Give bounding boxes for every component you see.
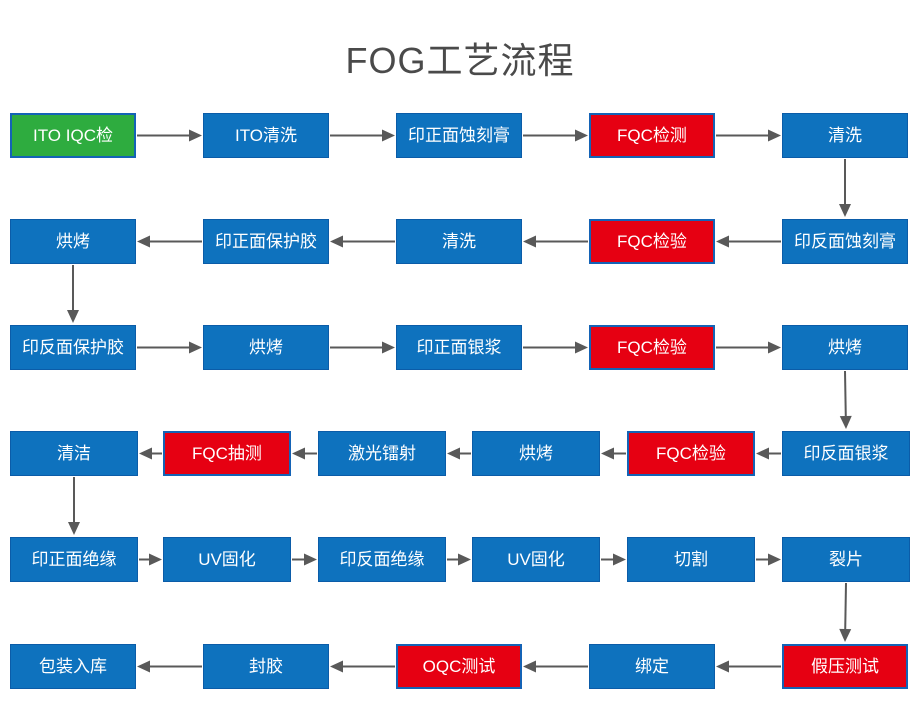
- flow-arrowhead: [768, 129, 781, 142]
- flow-step-label: FQC检验: [617, 232, 687, 251]
- flow-step: UV固化: [163, 537, 291, 582]
- flow-step: FQC检验: [627, 431, 755, 476]
- flow-arrowhead: [613, 553, 626, 566]
- flow-arrowhead: [768, 341, 781, 354]
- flow-step-label: 激光镭射: [348, 444, 416, 463]
- flow-step: 印正面保护胶: [203, 219, 329, 264]
- flow-arrow-line: [844, 370, 847, 417]
- flow-step-label: 绑定: [635, 657, 669, 676]
- flow-step-label: 清洗: [828, 126, 862, 145]
- flow-arrowhead: [189, 341, 202, 354]
- flow-step: FQC抽测: [163, 431, 291, 476]
- flow-step-label: UV固化: [507, 550, 565, 569]
- flow-step-label: ITO清洗: [234, 126, 298, 145]
- flow-step-label: UV固化: [198, 550, 256, 569]
- flow-arrowhead: [139, 447, 152, 460]
- flow-arrow-line: [844, 582, 847, 630]
- flow-step-label: 包装入库: [39, 657, 107, 676]
- flow-arrowhead: [839, 415, 852, 429]
- flow-step-label: 裂片: [829, 550, 863, 569]
- flow-step-label: 印正面银浆: [416, 338, 502, 357]
- flow-step-label: 清洁: [57, 444, 91, 463]
- flow-step-label: 印正面保护胶: [215, 232, 317, 251]
- flow-step: 清洁: [10, 431, 138, 476]
- flow-arrowhead: [149, 553, 162, 566]
- flow-arrowhead: [716, 235, 729, 248]
- flow-arrowhead: [716, 660, 729, 673]
- flow-step-label: 印正面绝缘: [31, 550, 117, 569]
- flow-arrowhead: [330, 660, 343, 673]
- flow-arrowhead: [137, 235, 150, 248]
- flow-step: 封胶: [203, 644, 329, 689]
- flow-arrowhead: [304, 553, 317, 566]
- flow-step: 烘烤: [472, 431, 600, 476]
- flow-arrowhead: [330, 235, 343, 248]
- flow-step: 印正面银浆: [396, 325, 522, 370]
- flow-arrowhead: [137, 660, 150, 673]
- flow-step: 切割: [627, 537, 755, 582]
- flow-arrowhead: [382, 129, 395, 142]
- flow-step-label: 印反面保护胶: [22, 338, 124, 357]
- flow-step-label: 烘烤: [249, 338, 283, 357]
- flow-step: 烘烤: [203, 325, 329, 370]
- page-title: FOG工艺流程: [345, 40, 575, 81]
- flow-step-label: 印正面蚀刻膏: [408, 126, 510, 145]
- flow-step: 印反面蚀刻膏: [782, 219, 908, 264]
- flow-step: 绑定: [589, 644, 715, 689]
- flow-arrowhead: [67, 310, 79, 323]
- flow-step-label: 假压测试: [811, 657, 879, 676]
- flow-step-label: 切割: [674, 550, 708, 569]
- flow-step: 假压测试: [782, 644, 908, 689]
- flow-step: 清洗: [782, 113, 908, 158]
- flow-step: 烘烤: [782, 325, 908, 370]
- flow-step-label: 封胶: [249, 657, 283, 676]
- flow-step: 激光镭射: [318, 431, 446, 476]
- flow-arrowhead: [523, 235, 536, 248]
- flow-step-label: 清洗: [442, 232, 476, 251]
- flow-step-label: FQC检验: [656, 444, 726, 463]
- flow-step: 印反面保护胶: [10, 325, 136, 370]
- flow-step: 烘烤: [10, 219, 136, 264]
- flow-step: 清洗: [396, 219, 522, 264]
- flow-arrowhead: [768, 553, 781, 566]
- flow-step-label: 烘烤: [828, 338, 862, 357]
- flow-arrowhead: [575, 341, 588, 354]
- flow-step: ITO清洗: [203, 113, 329, 158]
- flow-arrowhead: [458, 553, 471, 566]
- flow-step-label: 烘烤: [56, 232, 90, 251]
- flow-arrowhead: [292, 447, 305, 460]
- flow-arrowhead: [68, 522, 80, 535]
- flow-step-label: FQC检验: [617, 338, 687, 357]
- flow-arrowhead: [575, 129, 588, 142]
- flow-step: 印正面绝缘: [10, 537, 138, 582]
- flow-step: 印正面蚀刻膏: [396, 113, 522, 158]
- flow-arrowhead: [756, 447, 769, 460]
- flow-step-label: 印反面绝缘: [339, 550, 425, 569]
- flow-step: 裂片: [782, 537, 910, 582]
- flow-step: OQC测试: [396, 644, 522, 689]
- flow-step-label: 印反面银浆: [803, 444, 889, 463]
- flow-step: FQC检测: [589, 113, 715, 158]
- flow-step-label: FQC抽测: [192, 444, 262, 463]
- flow-arrowhead: [189, 129, 202, 142]
- flow-step-label: OQC测试: [422, 657, 496, 676]
- flow-step: 印反面绝缘: [318, 537, 446, 582]
- flow-step: FQC检验: [589, 325, 715, 370]
- flow-arrowhead: [523, 660, 536, 673]
- flow-step: FQC检验: [589, 219, 715, 264]
- flow-step-label: ITO IQC检: [33, 126, 113, 145]
- flow-step: UV固化: [472, 537, 600, 582]
- flow-arrowhead: [382, 341, 395, 354]
- flow-arrowhead: [447, 447, 460, 460]
- flow-step: 印反面银浆: [782, 431, 910, 476]
- flow-arrowhead: [601, 447, 614, 460]
- flow-arrowhead: [839, 628, 852, 642]
- flow-step-label: FQC检测: [617, 126, 687, 145]
- flow-step: 包装入库: [10, 644, 136, 689]
- flow-step: ITO IQC检: [10, 113, 136, 158]
- flow-step-label: 印反面蚀刻膏: [794, 232, 896, 251]
- flow-arrowhead: [839, 204, 851, 217]
- flow-step-label: 烘烤: [519, 444, 553, 463]
